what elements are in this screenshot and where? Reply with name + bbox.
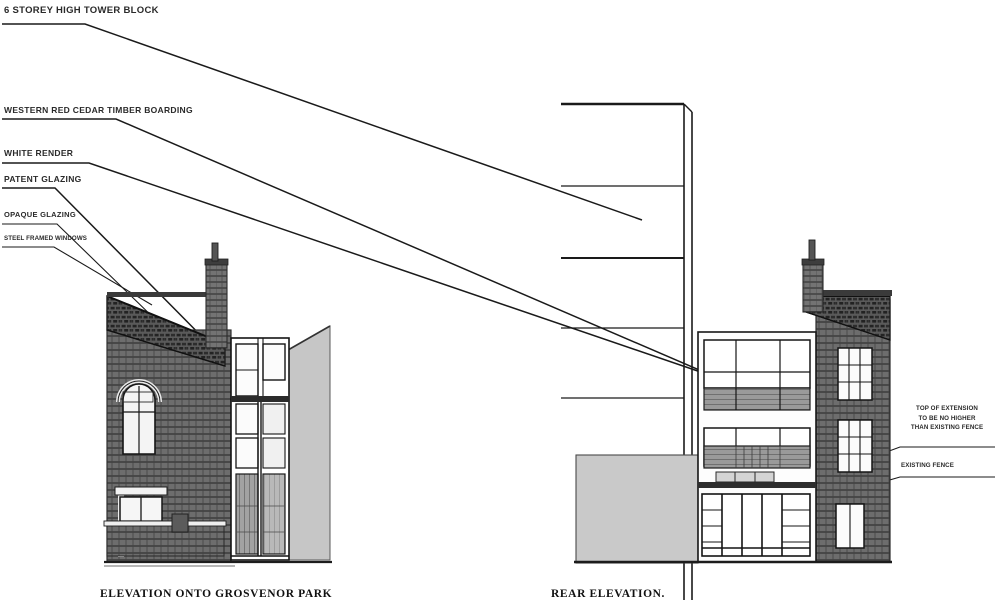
annotation-existing-fence: EXISTING FENCE <box>901 462 954 469</box>
rear-patent-glazing-screen <box>701 493 811 557</box>
rear-extension <box>697 331 817 563</box>
caption-elevation-grosvenor-park: ELEVATION ONTO GROSVENOR PARK <box>100 588 333 600</box>
leader-lines <box>2 23 995 495</box>
rear-mid-window <box>837 419 873 473</box>
leader-tower-block <box>2 23 643 221</box>
left-neighbour-wall <box>287 325 331 561</box>
left-chimney <box>204 242 229 349</box>
annotation-top-of-extension-line2: TO BE NO HIGHER <box>918 414 976 422</box>
rear-elevation-building <box>574 239 892 564</box>
rear-upper-window <box>837 347 873 401</box>
annotation-cedar-boarding: WESTERN RED CEDAR TIMBER BOARDING <box>4 105 193 115</box>
left-elevation-building <box>103 242 332 567</box>
annotation-opaque-glazing: OPAQUE GLAZING <box>4 210 76 219</box>
left-top-small-window <box>122 391 154 403</box>
annotation-top-of-extension: TOP OF EXTENSION TO BE NO HIGHER THAN EX… <box>897 404 997 433</box>
leader-white-render <box>2 162 725 381</box>
leader-patent-glazing <box>2 187 226 361</box>
annotation-tower-block: 6 STOREY HIGH TOWER BLOCK <box>4 5 159 16</box>
left-boundary-wall <box>103 513 227 557</box>
annotation-top-of-extension-line3: THAN EXISTING FENCE <box>910 424 984 431</box>
rear-cedar-boarding-upper <box>703 387 811 411</box>
annotation-white-render: WHITE RENDER <box>4 148 74 158</box>
annotation-top-of-extension-line1: TOP OF EXTENSION <box>916 405 978 412</box>
caption-rear-elevation: REAR ELEVATION. <box>551 588 666 600</box>
rear-lower-window <box>835 503 865 549</box>
leader-cedar-boarding <box>2 118 756 395</box>
left-arched-window <box>122 383 156 455</box>
left-extension <box>230 337 290 561</box>
left-opaque-glazing-panel <box>235 403 259 435</box>
annotation-steel-framed-windows: STEEL FRAMED WINDOWS <box>4 235 88 242</box>
rear-cedar-boarding-lower <box>703 445 811 469</box>
leader-steel-windows <box>2 246 153 306</box>
rear-chimney <box>801 239 825 313</box>
rear-existing-fence-left <box>575 454 699 564</box>
annotation-patent-glazing: PATENT GLAZING <box>4 174 82 184</box>
